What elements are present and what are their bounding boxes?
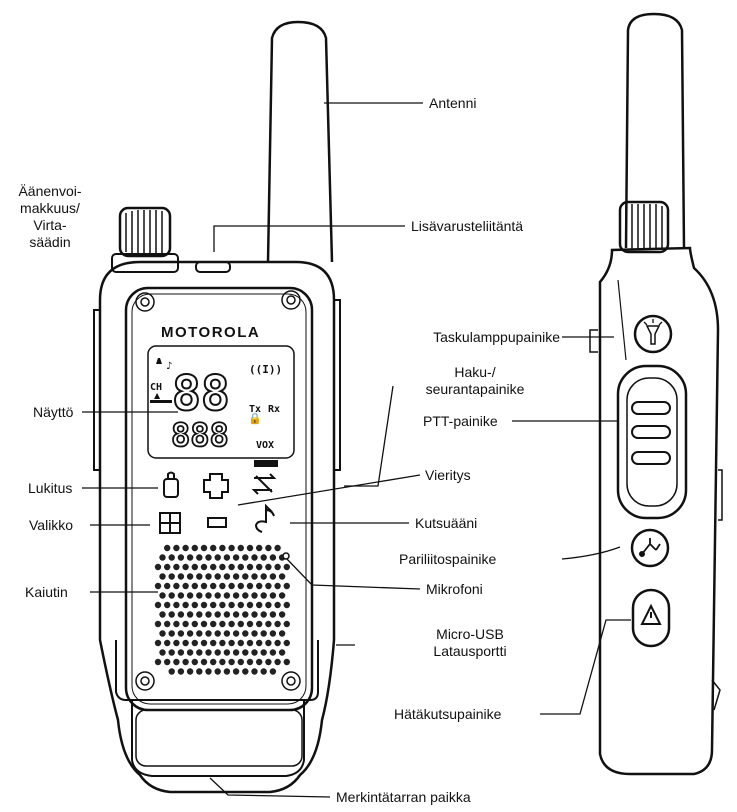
lcd-small-digits: 888 bbox=[171, 416, 229, 454]
label-volume-line1: Äänenvoi- bbox=[18, 183, 82, 199]
label-pairing: Pariliitospainike bbox=[399, 551, 497, 567]
scan-icon bbox=[251, 460, 278, 495]
flashlight-button bbox=[633, 314, 673, 354]
emergency-button bbox=[631, 588, 671, 648]
label-usb: Micro-USB Latausportti bbox=[400, 626, 540, 660]
pairing-button bbox=[630, 528, 670, 568]
label-menu: Valikko bbox=[29, 517, 74, 533]
menu-icon bbox=[159, 512, 181, 534]
brand-logo: MOTOROLA bbox=[161, 324, 260, 341]
label-accessory: Lisävarusteliitäntä bbox=[411, 218, 524, 234]
label-sticker: Merkintätarran paikka bbox=[336, 789, 471, 805]
label-volume: Äänenvoi- makkuus/ Virta- säädin bbox=[0, 183, 100, 251]
side-body bbox=[598, 246, 720, 776]
antenna bbox=[266, 20, 334, 263]
lcd-signal: ((I)) bbox=[249, 363, 282, 376]
lock-icon bbox=[163, 471, 179, 498]
lcd-big-digits: 88 bbox=[172, 366, 230, 422]
label-usb-line1: Micro-USB bbox=[436, 626, 504, 642]
lcd-window bbox=[147, 345, 295, 459]
label-flashlight: Taskulamppupainike bbox=[433, 329, 560, 345]
label-call-tone: Kutsuääni bbox=[415, 515, 478, 531]
label-antenna: Antenni bbox=[429, 95, 477, 111]
label-lock: Lukitus bbox=[28, 480, 73, 496]
svg-text:♪: ♪ bbox=[166, 361, 172, 372]
microphone-hole bbox=[282, 552, 290, 560]
ptt-button bbox=[616, 364, 688, 520]
side-antenna bbox=[624, 12, 686, 249]
music-note-icon bbox=[254, 503, 275, 533]
front-panel bbox=[124, 286, 314, 712]
label-scan-line1: Haku-/ bbox=[454, 364, 496, 380]
front-body bbox=[98, 260, 336, 794]
side-knob bbox=[618, 200, 670, 254]
label-display: Näyttö bbox=[33, 404, 74, 420]
lcd-tx: Tx bbox=[249, 404, 261, 415]
label-scan-line2: seurantapainike bbox=[425, 381, 525, 397]
leader-lines bbox=[82, 102, 423, 798]
label-ptt: PTT-painike bbox=[423, 413, 498, 429]
label-emergency: Hätäkutsupainike bbox=[394, 706, 502, 722]
label-volume-line4: säädin bbox=[29, 234, 71, 250]
lcd-vox: VOX bbox=[256, 440, 274, 451]
label-volume-line3: Virta- bbox=[33, 217, 67, 233]
label-speaker: Kaiutin bbox=[25, 584, 68, 600]
speaker-grille bbox=[154, 544, 290, 675]
label-volume-line2: makkuus/ bbox=[20, 200, 80, 216]
minus-icon bbox=[207, 517, 227, 528]
plus-icon bbox=[203, 473, 229, 499]
lcd-rx: Rx bbox=[268, 404, 280, 415]
accessory-jack bbox=[195, 261, 231, 273]
label-scroll: Vieritys bbox=[425, 467, 471, 483]
label-scan: Haku-/ seurantapainike bbox=[410, 364, 540, 398]
svg-text:▲: ▲ bbox=[154, 391, 161, 400]
label-usb-line2: Latausportti bbox=[433, 643, 507, 659]
screws bbox=[135, 290, 301, 691]
lcd-ch-label: CH bbox=[150, 382, 162, 393]
svg-text:🔒: 🔒 bbox=[248, 412, 262, 425]
label-microphone: Mikrofoni bbox=[426, 581, 483, 597]
